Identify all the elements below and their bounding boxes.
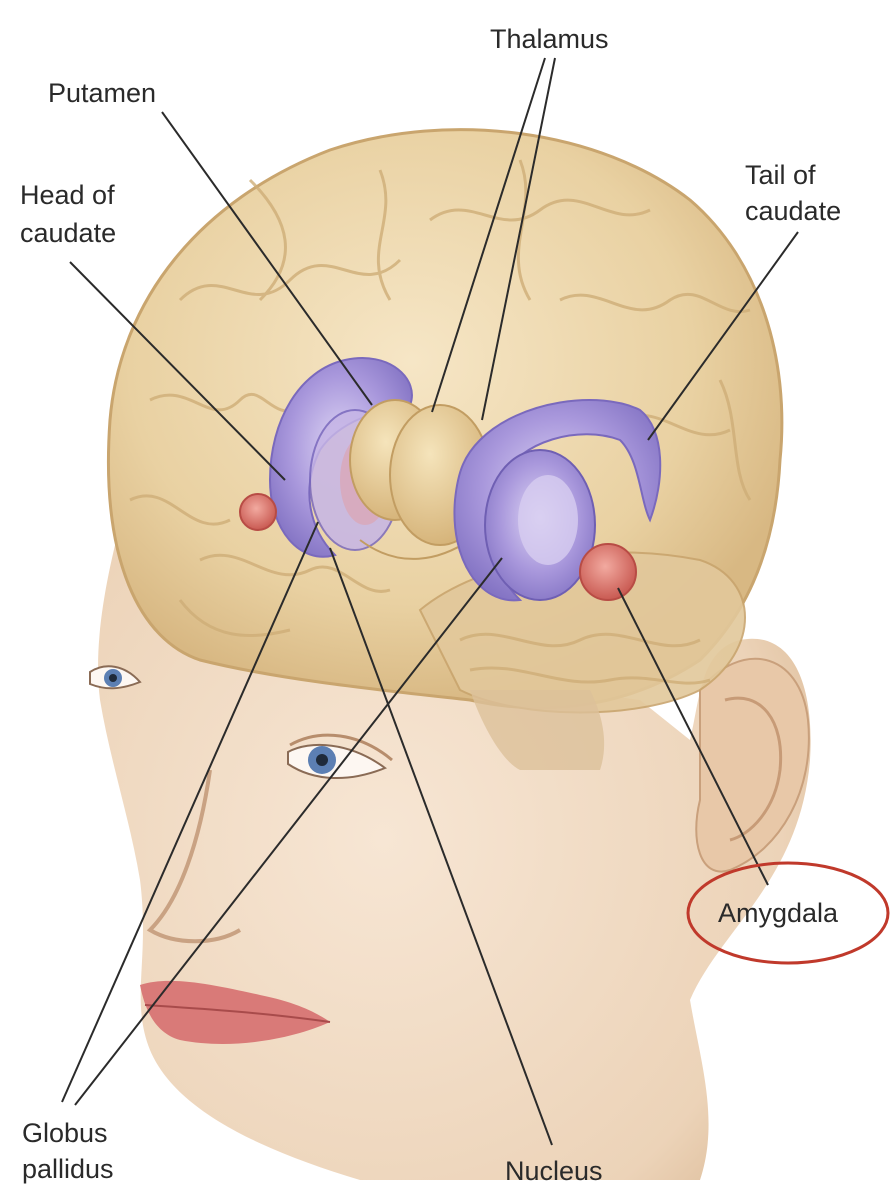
leader-globus-pallidus-2 xyxy=(74,557,503,1106)
nose xyxy=(146,769,242,944)
ear xyxy=(695,657,810,873)
label-globus-pallidus-line1: Globus xyxy=(22,1118,108,1148)
leader-tail-of-caudate xyxy=(647,231,799,441)
label-tail-of-caudate-line2: caudate xyxy=(745,196,841,226)
brainstem xyxy=(470,690,605,770)
right-eye xyxy=(287,733,393,780)
left-eye xyxy=(89,665,142,690)
basal-ganglia xyxy=(239,357,662,602)
face xyxy=(98,420,811,1180)
leader-thalamus-1 xyxy=(431,57,546,413)
labels: Thalamus Putamen Head of caudate Tail of… xyxy=(20,24,841,1186)
leader-amygdala xyxy=(617,587,769,886)
leader-nucleus xyxy=(329,547,553,1146)
label-globus-pallidus-line2: pallidus xyxy=(22,1154,114,1184)
label-tail-of-caudate-line1: Tail of xyxy=(745,160,816,190)
label-putamen: Putamen xyxy=(48,78,156,108)
leader-thalamus-2 xyxy=(481,57,556,421)
label-nucleus: Nucleus xyxy=(505,1156,603,1186)
leader-lines xyxy=(61,57,799,1146)
label-amygdala: Amygdala xyxy=(718,898,839,928)
amygdala-highlight-circle xyxy=(686,861,890,965)
caudate-back xyxy=(453,399,662,602)
amygdala-front xyxy=(239,493,277,531)
leader-putamen xyxy=(161,111,373,406)
label-head-of-caudate-line1: Head of xyxy=(20,180,115,210)
head-illustration xyxy=(89,420,811,1180)
label-head-of-caudate-line2: caudate xyxy=(20,218,116,248)
label-thalamus: Thalamus xyxy=(490,24,609,54)
leader-globus-pallidus-1 xyxy=(61,521,319,1103)
brain-folds xyxy=(129,159,752,685)
amygdala-back xyxy=(579,543,637,601)
leader-head-of-caudate xyxy=(69,261,286,481)
